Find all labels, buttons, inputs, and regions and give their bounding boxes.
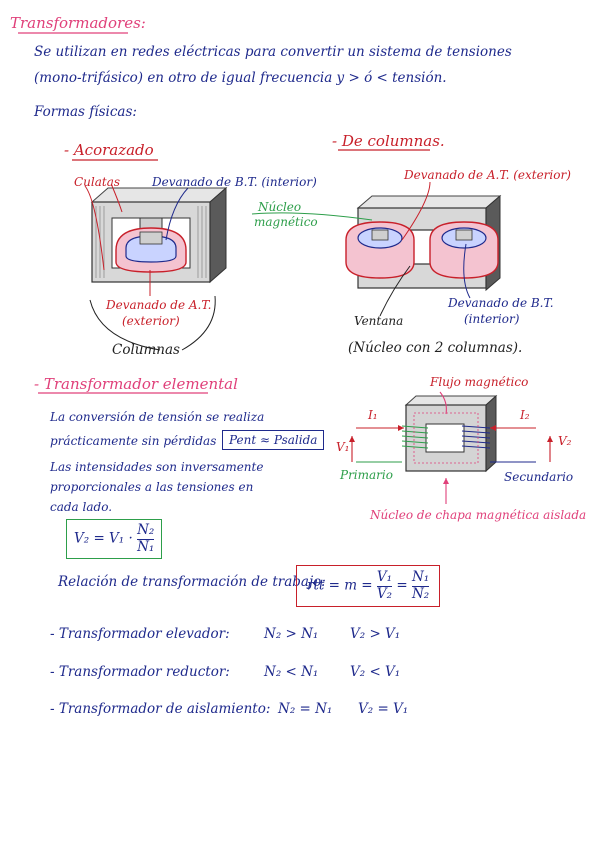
relacion-f1-den: V₂ — [376, 585, 393, 602]
nucleo-label-2: magnético — [254, 215, 318, 229]
devanado-bt-label: Devanado de B.T. (interior) — [152, 175, 317, 189]
formas-heading: Formas físicas: — [34, 104, 137, 120]
devanado-at-label: Devanado de A.T. — [106, 298, 212, 312]
v2-label: V₂ — [558, 434, 572, 448]
relacion-f1-num: V₁ — [376, 569, 393, 587]
nucleo-label: Núcleo — [258, 200, 302, 214]
type-elevador-rel2: V₂ > V₁ — [350, 626, 401, 642]
i2-label: I₂ — [520, 408, 530, 422]
voltage-formula-lhs: V₂ = V₁ · — [74, 530, 133, 547]
secundario-label: Secundario — [504, 470, 574, 484]
nucleo-chapa-label: Núcleo de chapa magnética aislada — [370, 508, 587, 522]
page-title: Transformadores: — [10, 14, 146, 32]
type-elevador-rel1: N₂ > N₁ — [264, 626, 319, 642]
relacion-formula-box: rtt = m = V₁ V₂ = N₁ N₂ — [296, 565, 441, 608]
devanado-bt-int-label: Devanado de B.T. — [448, 296, 554, 310]
elemental-text-1: La conversión de tensión se realiza — [50, 410, 265, 424]
power-equality-box: Pent ≈ Psalida — [222, 430, 325, 450]
devanado-at-label-2: (exterior) — [122, 314, 180, 328]
nucleo-note: (Núcleo con 2 columnas). — [348, 340, 523, 356]
type-reductor-rel1: N₂ < N₁ — [264, 664, 319, 680]
rtt-label: rtt = m = — [307, 577, 373, 594]
type-aislamiento-rel2: V₂ = V₁ — [358, 701, 409, 717]
devanado-bt-int-label-2: (interior) — [464, 312, 520, 326]
voltage-formula-num: N₂ — [137, 522, 155, 540]
devanado-at-ext-label: Devanado de A.T. (exterior) — [404, 168, 571, 182]
relacion-fraction-1: V₁ V₂ — [376, 569, 393, 602]
intro-line-1: Se utilizan en redes eléctricas para con… — [34, 44, 512, 60]
voltage-formula-fraction: N₂ N₁ — [137, 522, 155, 555]
type-reductor-name: - Transformador reductor: — [50, 664, 230, 680]
elemental-text-3: Las intensidades son inversamente — [50, 460, 264, 474]
flujo-label: Flujo magnético — [430, 375, 529, 389]
i1-label: I₁ — [368, 408, 378, 422]
voltage-formula-den: N₁ — [137, 538, 155, 555]
type-aislamiento-name: - Transformador de aislamiento: — [50, 701, 271, 717]
v1-label: V₁ — [336, 440, 350, 454]
relacion-label: Relación de transformación de trabajo: — [58, 574, 326, 590]
elemental-text-4: proporcionales a las tensiones en — [50, 480, 254, 494]
elemental-transformer-drawing — [401, 394, 498, 473]
type-reductor-rel2: V₂ < V₁ — [350, 664, 401, 680]
type-elevador-name: - Transformador elevador: — [50, 626, 230, 642]
intro-line-2: (mono-trifásico) en otro de igual frecue… — [34, 70, 447, 86]
relacion-fraction-2: N₁ N₂ — [411, 569, 430, 602]
primario-label: Primario — [340, 468, 393, 482]
shell-transformer-drawing — [90, 186, 228, 284]
columnas-label: Columnas — [112, 342, 180, 358]
elemental-heading: - Transformador elemental — [34, 375, 238, 393]
relacion-f2-den: N₂ — [411, 585, 430, 602]
type-aislamiento-rel1: N₂ = N₁ — [278, 701, 333, 717]
ventana-label: Ventana — [354, 314, 404, 328]
elemental-text-2: prácticamente sin pérdidas — [50, 434, 217, 448]
voltage-formula-box: V₂ = V₁ · N₂ N₁ — [66, 519, 163, 560]
acorazado-heading: - Acorazado — [64, 141, 154, 159]
culatas-label: Culatas — [74, 175, 121, 189]
columnas-heading: - De columnas. — [332, 132, 445, 150]
relacion-f2-num: N₁ — [411, 569, 430, 587]
elemental-text-5: cada lado. — [50, 500, 113, 514]
core-transformer-drawing — [345, 194, 502, 292]
relacion-eq: = — [396, 577, 408, 594]
